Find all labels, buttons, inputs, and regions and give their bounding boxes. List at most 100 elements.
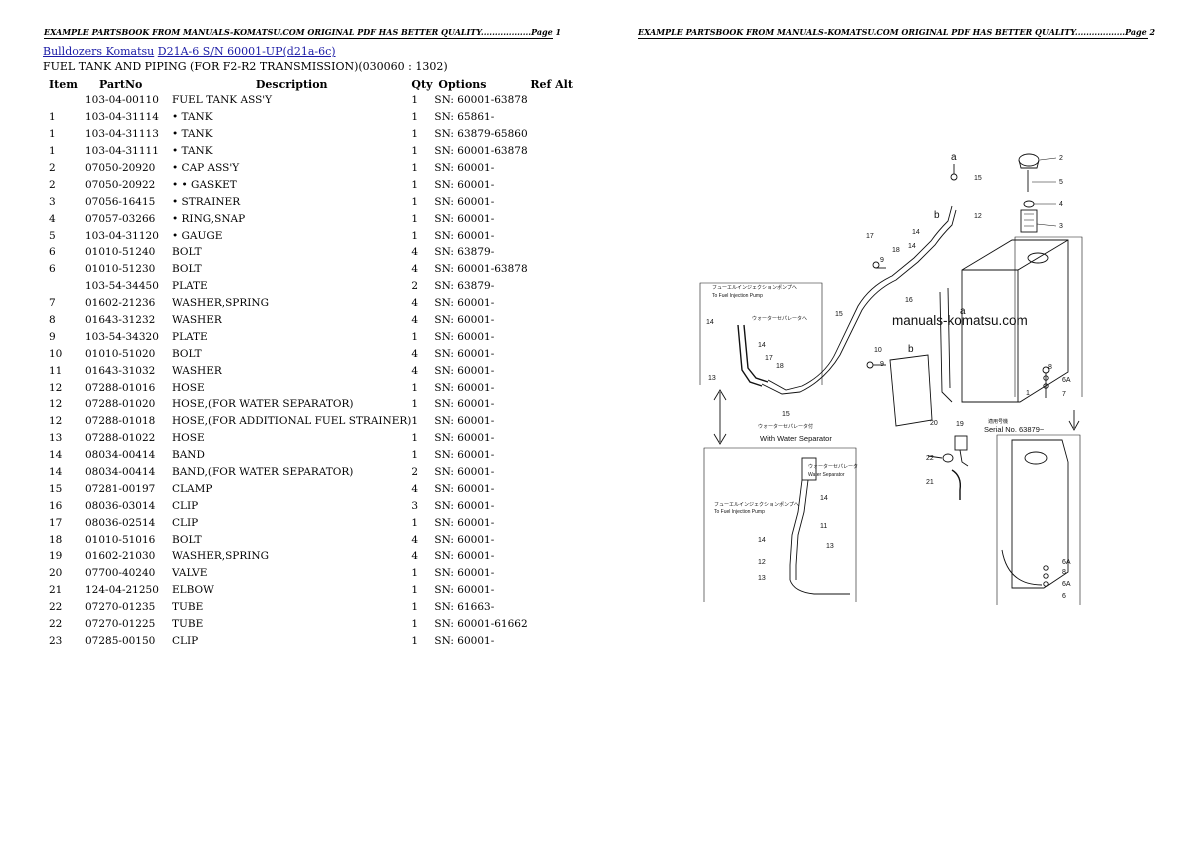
cell-options: SN: 63879-	[434, 280, 495, 293]
cell-partno: 08036-02514	[85, 516, 156, 529]
callout-b-middle: b	[908, 344, 914, 355]
cell-partno: 103-04-31120	[85, 229, 159, 242]
cell-refalt	[530, 447, 590, 464]
svg-text:16: 16	[905, 297, 913, 304]
cell-qty: 1	[411, 111, 419, 124]
cell-qty: 1	[411, 145, 419, 158]
cell-qty: 4	[411, 550, 419, 563]
cell-qty: 1	[411, 128, 419, 141]
cell-options: SN: 60001-	[434, 297, 495, 310]
cell-qty: 1	[411, 584, 419, 597]
cell-description: HOSE,(FOR ADDITIONAL FUEL STRAINER)	[172, 415, 412, 428]
page-header-2: EXAMPLE PARTSBOOK FROM MANUALS-KOMATSU.C…	[638, 27, 1156, 39]
cell-description: PLATE	[172, 330, 208, 343]
cell-description: TUBE	[172, 618, 204, 631]
cell-options: SN: 60001-	[434, 533, 495, 546]
cell-partno: 124-04-21250	[85, 584, 159, 597]
cell-item	[43, 92, 85, 109]
svg-text:5: 5	[1059, 179, 1063, 186]
cell-description: HOSE,(FOR WATER SEPARATOR)	[172, 398, 354, 411]
cell-qty: 2	[411, 280, 419, 293]
breadcrumb: Bulldozers Komatsu D21A-6 S/N 60001-UP(d…	[43, 45, 336, 58]
svg-text:14: 14	[706, 319, 714, 326]
cell-description: BOLT	[172, 347, 202, 360]
cell-qty: 1	[411, 162, 419, 174]
cell-options: SN: 60001-	[434, 449, 495, 462]
col-header-description: Description	[255, 77, 328, 91]
cell-item: 20	[49, 567, 63, 580]
cell-partno: 103-04-31114	[85, 111, 159, 124]
svg-text:14: 14	[758, 537, 766, 544]
svg-text:8: 8	[1062, 569, 1066, 576]
svg-text:9: 9	[880, 257, 884, 264]
breadcrumb-link-bulldozers[interactable]: Bulldozers Komatsu	[43, 45, 155, 58]
cell-item: 12	[49, 398, 63, 411]
cell-qty: 1	[411, 229, 419, 242]
svg-text:適用号機: 適用号機	[988, 418, 1008, 425]
svg-text:14: 14	[908, 243, 916, 250]
cell-qty: 1	[411, 449, 419, 462]
cell-options: SN: 60001-	[434, 567, 495, 580]
cell-partno: 07050-20922	[85, 178, 156, 191]
cell-refalt	[530, 345, 590, 362]
cell-item: 22	[49, 618, 63, 631]
cell-options: SN: 60001-	[434, 364, 495, 377]
cell-partno: 01010-51240	[85, 246, 156, 259]
cell-qty: 1	[411, 634, 419, 647]
callout-a-middle: a	[960, 306, 966, 317]
cell-partno: 07056-16415	[85, 195, 156, 208]
cell-refalt	[530, 413, 590, 430]
inset-injection-pump: フューエルインジェクションポンプへ To Fuel Injection Pump…	[699, 205, 957, 395]
hardware-bolts	[866, 164, 1050, 587]
breadcrumb-link-model[interactable]: D21A-6 S/N 60001-UP(d21a-6c)	[157, 45, 336, 58]
cell-description: • • GASKET	[172, 178, 237, 191]
parts-diagram: フューエルインジェクションポンプへ To Fuel Injection Pump…	[690, 140, 1090, 615]
cell-qty: 4	[411, 533, 419, 546]
cell-refalt	[530, 599, 590, 616]
svg-text:12: 12	[758, 559, 766, 566]
cell-partno: 01643-31232	[85, 314, 156, 327]
svg-text:14: 14	[820, 495, 828, 502]
caption-serial-number: Serial No. 63879~	[984, 425, 1045, 434]
cell-refalt	[530, 531, 590, 548]
cell-item: 15	[49, 482, 63, 495]
cell-item: 8	[49, 314, 56, 327]
cell-description: WASHER	[172, 314, 222, 327]
cell-partno: 07288-01016	[85, 381, 156, 394]
cell-item	[43, 278, 85, 295]
cell-description: • STRAINER	[172, 195, 241, 208]
cell-refalt	[530, 582, 590, 599]
cell-options: SN: 60001-61662	[434, 618, 528, 631]
cell-description: HOSE	[172, 432, 205, 445]
svg-text:フューエルインジェクションポンプへ: フューエルインジェクションポンプへ	[714, 501, 799, 508]
cell-qty: 1	[411, 618, 419, 631]
fuel-tank-serial-63879: 適用号機 Serial No. 63879~	[984, 418, 1081, 605]
watermark: manuals-komatsu.com	[892, 313, 1028, 328]
cell-item: 18	[49, 533, 63, 546]
svg-text:6A: 6A	[1062, 559, 1071, 566]
cell-options: SN: 60001-	[434, 415, 495, 428]
cell-refalt	[530, 565, 590, 582]
cell-item: 2	[49, 162, 56, 174]
svg-text:1: 1	[1026, 390, 1030, 397]
cell-description: CLAMP	[172, 482, 213, 495]
cell-refalt	[530, 328, 590, 345]
svg-text:18: 18	[776, 363, 784, 370]
cell-item: 12	[49, 415, 63, 428]
cell-description: VALVE	[172, 567, 208, 580]
cell-description: TUBE	[172, 601, 204, 614]
cell-partno: 07270-01225	[85, 618, 156, 631]
cell-refalt	[530, 295, 590, 312]
